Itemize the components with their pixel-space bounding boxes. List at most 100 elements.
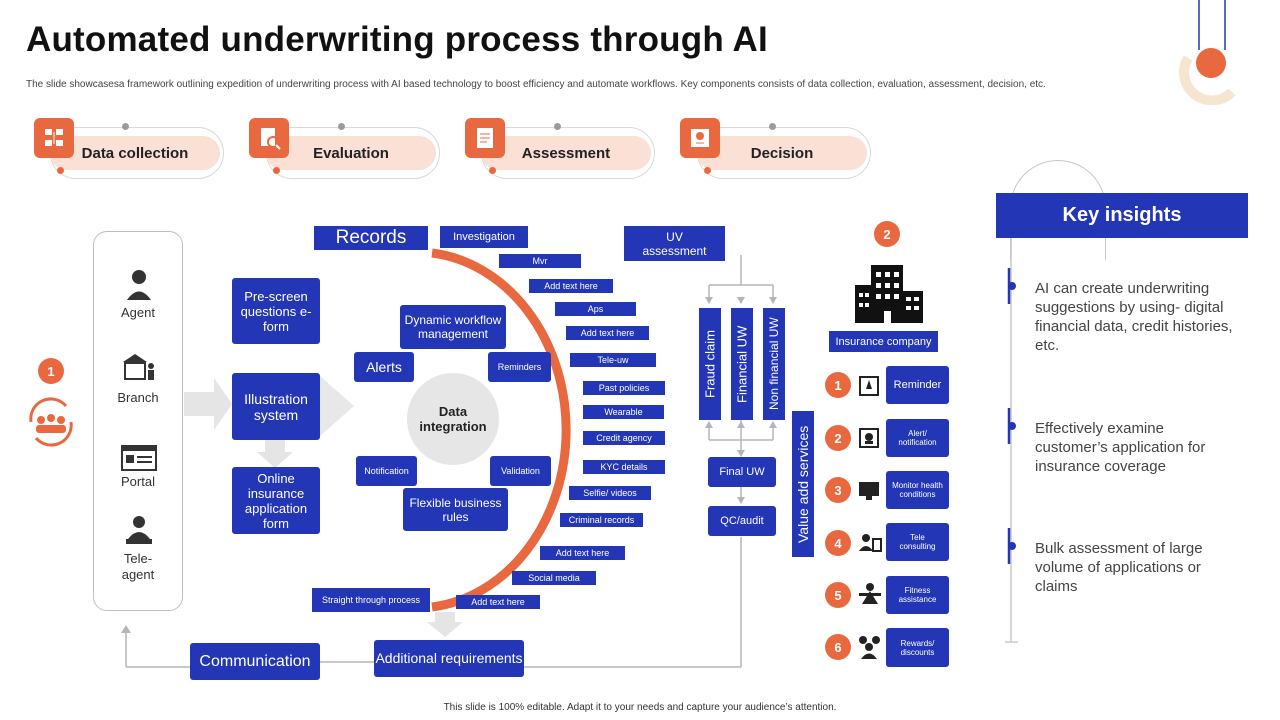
stage-data-collection: Data collection	[50, 136, 220, 170]
key-insights-header: Key insights	[996, 193, 1248, 238]
dynamic-workflow-box: Dynamic workflow management	[400, 305, 506, 349]
building-icon	[855, 265, 923, 323]
service-label: Alert/ notification	[898, 429, 937, 447]
decorative-logo	[1179, 0, 1236, 105]
insight-item: Effectively examine customer’s applicati…	[1035, 420, 1206, 475]
service-monitor-health: Monitor health conditions	[886, 471, 949, 509]
connector-lines	[121, 255, 777, 668]
source-mvr: Mvr	[499, 254, 581, 268]
straight-through-box: Straight through process	[312, 588, 430, 612]
financial-uw-label: Financial UW	[734, 325, 750, 403]
source-credit-agency: Credit agency	[583, 431, 665, 445]
validation-label: Validation	[501, 466, 540, 476]
connector-dot	[273, 167, 280, 174]
source-wearable: Wearable	[583, 405, 664, 419]
service-label: Tele consulting	[899, 533, 936, 551]
pre-screen-box: Pre-screen questions e-form	[232, 278, 320, 344]
service-label: Rewards/ discounts	[900, 638, 935, 657]
reminder-icon	[859, 376, 879, 396]
service-label: Reminder	[893, 379, 942, 391]
communication-box: Communication	[190, 643, 320, 680]
portal-icon	[121, 445, 157, 471]
service-number: 3	[825, 477, 851, 503]
notification-label: Notification	[364, 466, 409, 476]
stage-label: Assessment	[521, 144, 611, 162]
source-item: Add text here	[540, 546, 625, 560]
branch-icon	[123, 354, 154, 380]
connector-dot	[489, 167, 496, 174]
service-number: 5	[825, 582, 851, 608]
final-uw-box: Final UW	[708, 457, 776, 487]
insurance-company-label: Insurance company	[835, 335, 932, 348]
dynamic-workflow-label: Dynamic workflow management	[404, 313, 502, 341]
connector-dot	[122, 123, 129, 130]
source-social-media: Social media	[512, 571, 596, 585]
channel-agent: Agent	[121, 305, 155, 320]
step-number-1: 1	[38, 358, 64, 384]
channels-panel	[93, 231, 183, 611]
insights-timeline	[1005, 238, 1018, 643]
data-integration-circle: Data integration	[407, 373, 499, 465]
service-number: 6	[825, 634, 851, 660]
source-investigation: Investigation	[440, 226, 528, 248]
records-header: Records	[314, 226, 428, 250]
monitor-icon	[859, 482, 879, 500]
source-criminal-records: Criminal records	[560, 513, 643, 527]
illustration-system-label: Illustration system	[244, 390, 308, 423]
down-arrow	[257, 440, 293, 468]
connector-dot	[769, 123, 776, 130]
service-number: 1	[825, 372, 851, 398]
qc-audit-box: QC/audit	[708, 506, 776, 536]
engine-arc	[431, 248, 571, 612]
tele-agent-icon	[126, 516, 152, 544]
insight-item: Bulk assessment of large volume of appli…	[1035, 540, 1203, 595]
service-label: Monitor health conditions	[892, 481, 943, 499]
evaluation-icon	[249, 118, 289, 158]
service-reminder: Reminder	[886, 366, 949, 404]
source-aps: Aps	[555, 302, 636, 316]
source-label: Investigation	[453, 231, 515, 243]
stage-label: Data collection	[81, 144, 189, 162]
connector-dot	[704, 167, 711, 174]
source-kyc: KYC details	[583, 460, 665, 474]
additional-requirements-label: Additional requirements	[375, 650, 523, 666]
uv-assessment-box: UV assessment	[624, 226, 725, 261]
data-integration-label: Data integration	[419, 404, 487, 434]
stage-evaluation: Evaluation	[266, 136, 436, 170]
stage-label: Evaluation	[313, 144, 389, 162]
pre-screen-label: Pre-screen questions e-form	[240, 288, 312, 334]
stage-assessment: Assessment	[481, 136, 651, 170]
tele-consulting-icon	[859, 534, 882, 552]
reminders-label: Reminders	[497, 362, 542, 372]
page-subtitle: The slide showcasesa framework outlining…	[26, 79, 1046, 90]
fraud-claim-box: Fraud claim	[699, 308, 721, 420]
service-fitness: Fitness assistance	[886, 576, 949, 614]
non-financial-uw-label: Non financial UW	[767, 317, 781, 411]
online-application-label: Online insurance application form	[244, 470, 308, 531]
source-item: Add text here	[456, 595, 540, 609]
qc-audit-label: QC/audit	[720, 515, 764, 527]
team-cycle-icon	[29, 397, 73, 447]
final-uw-label: Final UW	[719, 466, 765, 478]
records-label: Records	[335, 227, 407, 248]
down-arrow	[427, 612, 463, 637]
flow-arrows	[184, 376, 354, 436]
straight-through-label: Straight through process	[321, 595, 421, 605]
uv-assessment-label: UV assessment	[642, 229, 707, 258]
stage-label: Decision	[750, 144, 814, 162]
reminders-box: Reminders	[488, 352, 551, 382]
alerts-label: Alerts	[366, 359, 402, 375]
source-past-policies: Past policies	[583, 381, 665, 395]
source-item: Add text here	[566, 326, 649, 340]
page-title: Automated underwriting process through A…	[26, 20, 768, 59]
stage-decision: Decision	[697, 136, 867, 170]
decision-icon	[680, 118, 720, 158]
flexible-rules-box: Flexible business rules	[403, 488, 508, 531]
service-rewards: Rewards/ discounts	[886, 628, 949, 667]
source-selfie: Selfie/ videos	[569, 486, 651, 500]
source-tele-uw: Tele-uw	[570, 353, 656, 367]
online-application-box: Online insurance application form	[232, 467, 320, 534]
connector-dot	[57, 167, 64, 174]
financial-uw-box: Financial UW	[731, 308, 753, 420]
channel-branch: Branch	[117, 390, 159, 405]
